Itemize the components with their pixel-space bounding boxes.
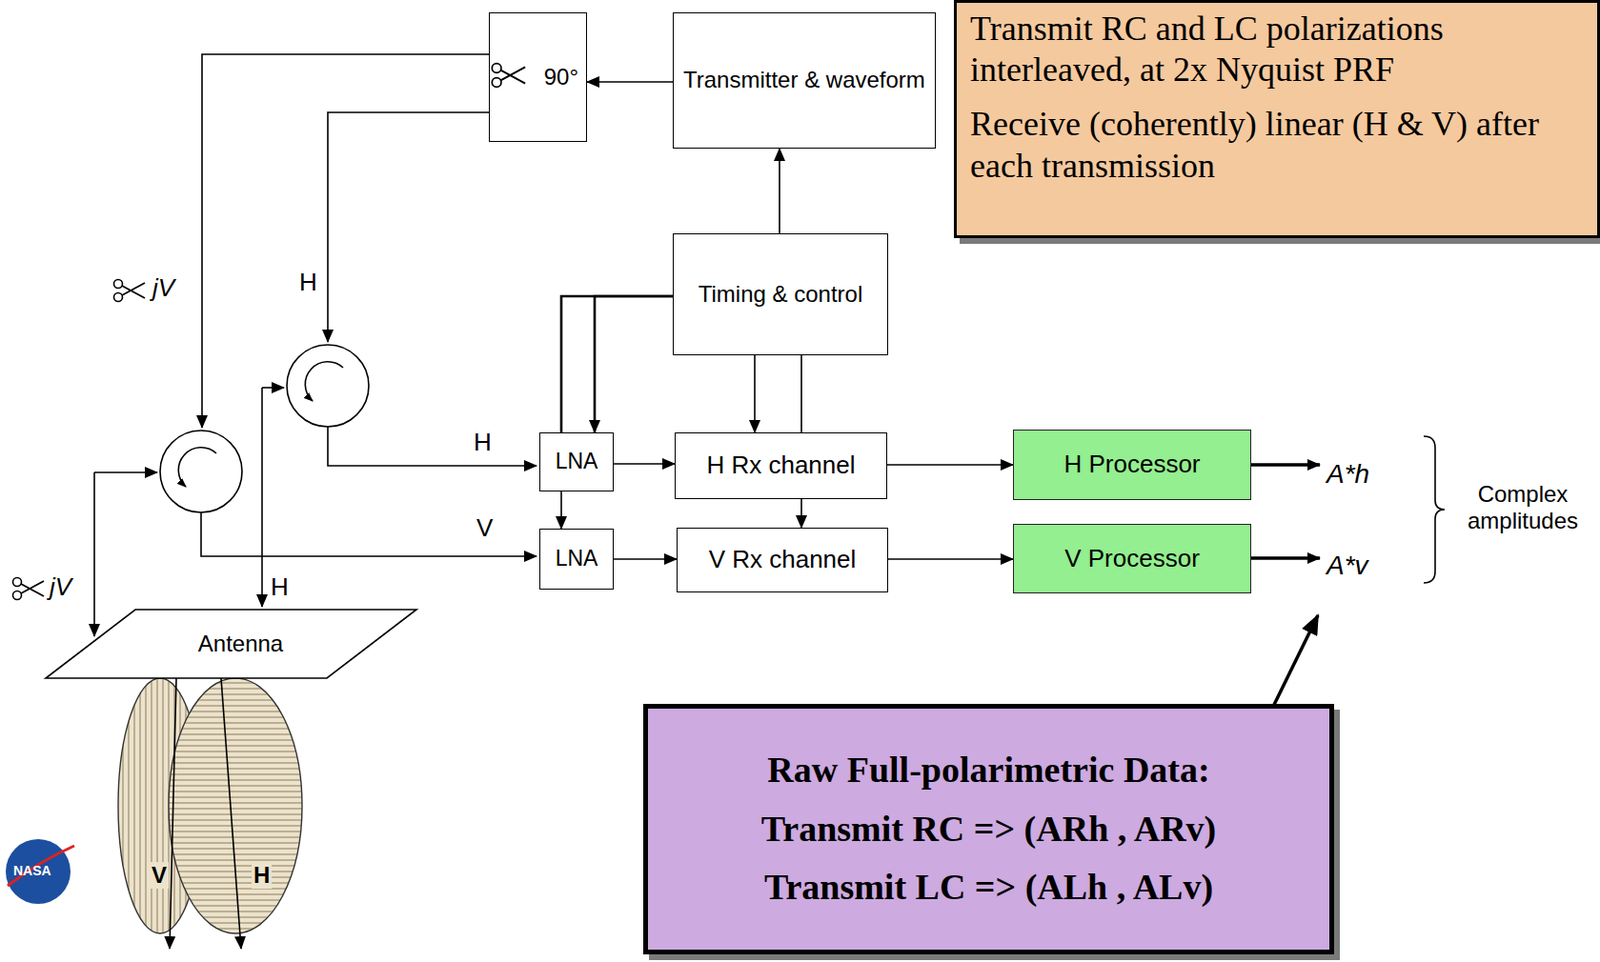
box-text: V Rx channel: [708, 545, 857, 575]
box-text: LNA: [555, 546, 599, 573]
splitter-symbol: [13, 63, 527, 601]
signal-label: H: [299, 268, 318, 298]
signal-label: jV: [152, 274, 175, 304]
data-box: Raw Full-polarimetric Data: Transmit RC =…: [643, 704, 1335, 955]
box-text: V Processor: [1064, 544, 1200, 574]
box-text: 90°: [544, 63, 579, 92]
signal-label: jV: [49, 573, 72, 603]
circulator-symbol: [160, 344, 369, 513]
signal-connector: [753, 355, 756, 433]
signal-connector: [594, 296, 673, 433]
box-text: Receive (coherently) linear (H & V) afte…: [970, 103, 1584, 186]
brace-label: Complex amplitudes: [1448, 481, 1598, 534]
signal-label: V: [476, 514, 493, 544]
signal-connector: [800, 355, 803, 433]
signal-connector: [613, 463, 675, 466]
output-label: A*v: [1326, 550, 1369, 582]
box-text: H Processor: [1063, 449, 1200, 480]
box-text: Transmit LC => (ALh , ALv): [764, 866, 1214, 911]
box-text: Antenna: [198, 630, 284, 659]
processor-box: H Processor: [1012, 429, 1252, 501]
box-text: Transmit RC => (ARh , ARv): [761, 808, 1217, 852]
box-heading: Transmit RC and LC polarizations interle…: [970, 8, 1584, 91]
signal-connector: [560, 491, 563, 529]
splitter-box: 90°: [488, 12, 588, 142]
antenna-panel: Antenna: [45, 609, 417, 679]
box-heading: Raw Full-polarimetric Data:: [767, 749, 1210, 793]
signal-connector: [887, 464, 1013, 466]
processor-box: V Processor: [1012, 524, 1252, 594]
box-text: LNA: [555, 448, 599, 476]
signal-label: H: [270, 573, 289, 603]
signal-connector: [800, 499, 803, 528]
beam-label: V: [149, 862, 169, 890]
signal-connector: [778, 148, 781, 234]
amplifier-box: LNA: [539, 528, 614, 590]
signal-connector: [561, 296, 673, 433]
amplifier-box: LNA: [539, 432, 614, 492]
brace: [1423, 436, 1445, 584]
feed-wires: [94, 54, 537, 637]
nasa-swoosh: [7, 846, 75, 887]
output-arrows: [1251, 465, 1320, 713]
process-box: H Rx channel: [674, 432, 888, 500]
process-box: Transmitter & waveform: [672, 12, 936, 149]
signal-connector: [613, 558, 677, 561]
box-text: Transmitter & waveform: [683, 66, 926, 95]
process-box: Timing & control: [672, 233, 889, 356]
beam-pattern: [118, 678, 303, 950]
logo-text: NASA: [13, 863, 52, 879]
process-box: V Rx channel: [676, 527, 889, 593]
note-box: Transmit RC and LC polarizations interle…: [953, 0, 1600, 239]
signal-connector: [888, 558, 1013, 561]
beam-label: H: [251, 862, 272, 890]
nasa-logo: [5, 839, 71, 905]
box-text: Timing & control: [698, 281, 864, 309]
signal-label: H: [473, 428, 492, 458]
box-text: H Rx channel: [706, 450, 855, 481]
signal-connector: [587, 81, 673, 83]
output-label: A*h: [1326, 459, 1370, 490]
